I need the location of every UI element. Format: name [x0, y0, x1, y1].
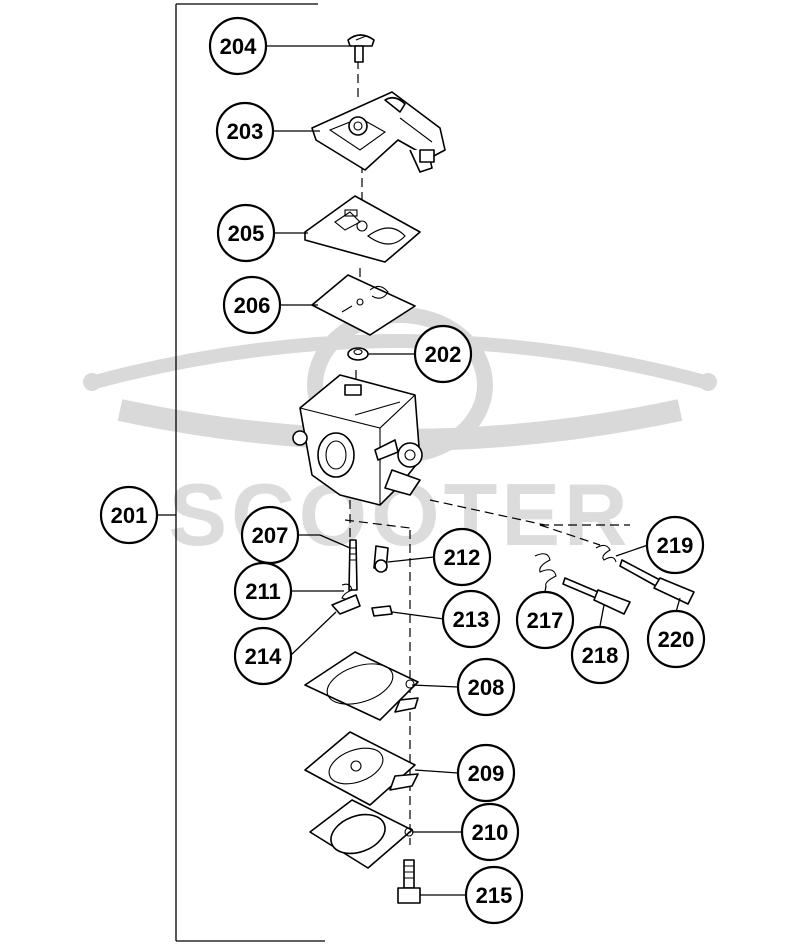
part-204-screw: [347, 34, 375, 63]
callout-210-label: 210: [472, 820, 509, 845]
callout-211: 211: [233, 561, 293, 621]
carburetor-body: [292, 374, 423, 506]
part-207-needle: [348, 539, 358, 591]
part-213-pin: [371, 605, 393, 617]
callout-202: 202: [413, 324, 473, 384]
callout-213-label: 213: [453, 607, 490, 632]
callout-217-label: 217: [527, 608, 564, 633]
callout-207: 207: [240, 505, 300, 565]
callout-212-label: 212: [444, 545, 481, 570]
callout-203: 203: [215, 101, 275, 161]
callout-204: 204: [208, 16, 268, 76]
part-217-spring: [534, 553, 557, 587]
callout-204-label: 204: [220, 34, 257, 59]
assembly-bracket: [175, 3, 325, 942]
part-212-screw: [373, 545, 389, 573]
part-202-bushing: [347, 347, 369, 361]
callout-210: 210: [460, 802, 520, 862]
part-218-mixture-needle: [562, 577, 631, 615]
callout-220: 220: [646, 609, 706, 669]
callout-208-label: 208: [468, 675, 505, 700]
callout-207-label: 207: [252, 523, 289, 548]
callout-214: 214: [233, 626, 293, 686]
callout-206-label: 206: [234, 293, 271, 318]
callout-203-label: 203: [227, 119, 264, 144]
part-203-pump-cover: [311, 91, 446, 173]
callout-215: 215: [464, 865, 524, 925]
callout-218: 218: [570, 625, 630, 685]
callout-206: 206: [222, 275, 282, 335]
leader-lines: [156, 45, 681, 896]
part-205-gasket: [304, 195, 421, 263]
part-219-spring: [595, 544, 617, 563]
callout-218-label: 218: [582, 643, 619, 668]
callout-211-label: 211: [245, 579, 281, 604]
callout-212: 212: [432, 527, 492, 587]
part-206-diaphragm: [311, 274, 416, 336]
part-209-diaphragm: [304, 731, 419, 806]
callout-220-label: 220: [658, 627, 695, 652]
callout-205: 205: [216, 203, 276, 263]
part-220-mixture-needle: [619, 559, 695, 605]
callout-205-label: 205: [228, 221, 265, 246]
callout-209: 209: [456, 743, 516, 803]
callout-208: 208: [456, 657, 516, 717]
callout-201: 201: [99, 485, 159, 545]
callout-213: 213: [441, 589, 501, 649]
callout-217: 217: [515, 590, 575, 650]
callout-209-label: 209: [468, 761, 505, 786]
callout-202-label: 202: [425, 342, 462, 367]
callout-214-label: 214: [245, 644, 282, 669]
part-210-cover: [309, 799, 414, 869]
part-215-screw: [397, 859, 421, 904]
callout-219-label: 219: [657, 533, 694, 558]
callout-201-label: 201: [111, 503, 148, 528]
callout-219: 219: [645, 515, 705, 575]
callout-215-label: 215: [476, 883, 513, 908]
part-214-lever: [331, 594, 361, 615]
part-208-gasket: [304, 651, 419, 721]
